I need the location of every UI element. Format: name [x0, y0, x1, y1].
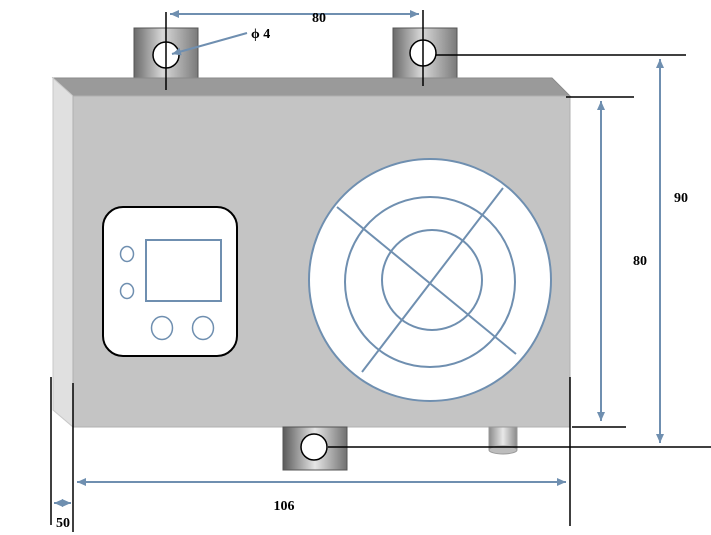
hole-bottom — [300, 433, 328, 461]
label-bracket-spacing: 80 — [312, 11, 326, 26]
label-overall-height: 90 — [674, 191, 688, 206]
control-knob-left — [150, 315, 174, 341]
dim-leader-hole-diameter — [171, 32, 248, 56]
label-body-width: 106 — [274, 499, 295, 514]
body-side-face — [52, 76, 74, 429]
indicator-light-top — [119, 245, 135, 263]
indicator-light-bottom — [119, 282, 135, 300]
dimension-lines — [54, 10, 664, 507]
display-screen — [145, 239, 222, 302]
control-knob-right — [191, 315, 215, 341]
body-top-face — [51, 77, 572, 97]
label-depth: 50 — [56, 516, 70, 531]
bottom-nozzle — [488, 426, 518, 455]
label-hole-diameter: ϕ 4 — [251, 27, 270, 42]
extension-lines — [50, 10, 711, 532]
control-panel-icon — [102, 206, 238, 357]
fan-grille-icon — [308, 158, 552, 402]
label-body-height: 80 — [633, 254, 647, 269]
bottom-mounting-tab — [282, 426, 348, 471]
